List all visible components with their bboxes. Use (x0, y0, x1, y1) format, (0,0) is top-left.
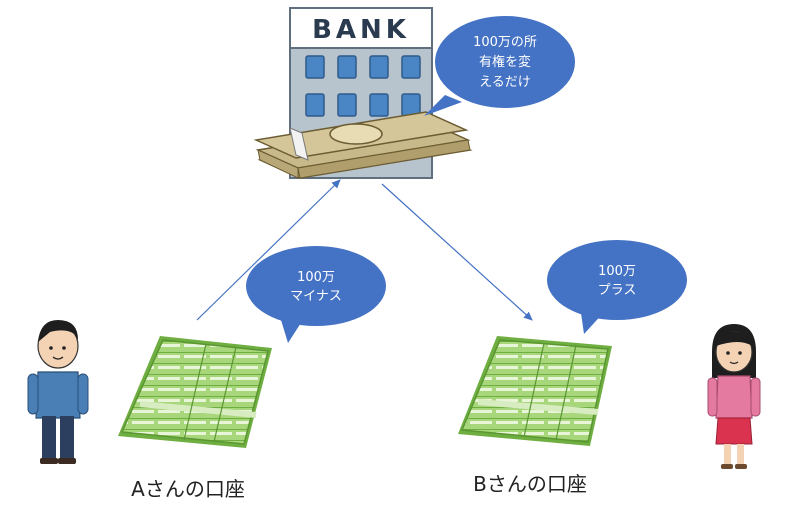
minus-speech-bubble: 100万 マイナス (246, 246, 386, 343)
bank-windows (305, 55, 421, 117)
plus-bubble-line-2: プラス (598, 283, 637, 298)
plus-bubble-line-1: 100万 (598, 264, 636, 279)
bank-sign: BANK (312, 15, 410, 45)
minus-bubble-line-1: 100万 (297, 270, 335, 285)
minus-bubble-line-2: マイナス (290, 289, 342, 304)
passbook-icon (458, 336, 612, 446)
bank-bubble-line-1: 100万の所 (473, 35, 537, 50)
woman-icon (707, 324, 761, 469)
arrow-a-to-bank (196, 179, 341, 321)
account-a-label: Aさんの口座 (131, 477, 245, 501)
bank-bubble-line-3: えるだけ (479, 75, 531, 90)
bank-speech-bubble: 100万の所 有権を変 えるだけ (424, 16, 575, 116)
arrow-bank-to-b (381, 183, 533, 321)
passbook-icon (118, 336, 272, 448)
bank-building-icon: BANK (289, 7, 433, 179)
man-icon (27, 320, 89, 464)
banknote-stack-icon (253, 111, 473, 179)
bank-bubble-line-2: 有権を変 (479, 54, 531, 70)
plus-speech-bubble: 100万 プラス (547, 240, 687, 334)
account-b-label: Bさんの口座 (473, 472, 587, 496)
